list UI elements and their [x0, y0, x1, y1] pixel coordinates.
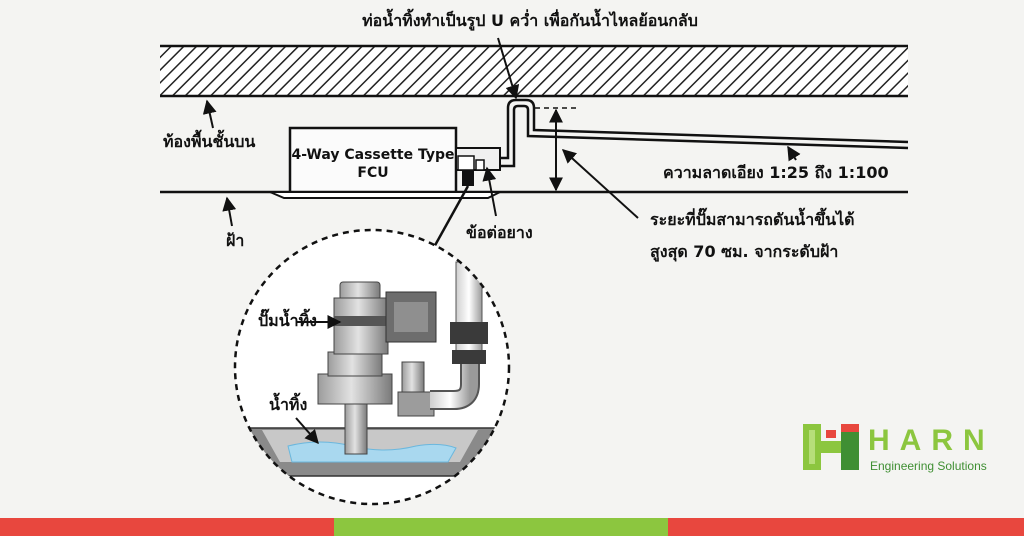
drain-pipe-inverted-u [500, 98, 909, 168]
fcu-label-line1: 4-Way Cassette Type [291, 147, 454, 163]
u-trap-note: ท่อน้ำทิ้งทำเป็นรูป U คว่ำ เพื่อกันน้ำไห… [362, 8, 698, 32]
upper-floor-pointer [202, 99, 217, 129]
ceiling-label: ฝ้า [226, 231, 244, 250]
fcu-label-line2: FCU [357, 165, 388, 181]
rubber-joint-pointer [482, 166, 497, 217]
slope-pointer [787, 145, 801, 162]
logo-name: HARN [868, 424, 995, 457]
drain-water-label: น้ำทิ้ง [269, 392, 307, 414]
harn-logo: HARN Engineering Solutions [803, 424, 995, 473]
drain-water [287, 441, 457, 463]
drain-water-pointer [295, 417, 319, 445]
pump-detail-circle [233, 228, 511, 506]
drain-pump-label: ปั๊มน้ำทิ้ง [258, 308, 317, 330]
slope-label: ความลาดเอียง 1:25 ถึง 1:100 [663, 163, 889, 182]
pump-lift-label-line1: ระยะที่ปั๊มสามารถดันน้ำขึ้นได้ [650, 207, 855, 229]
upper-floor-slab [160, 44, 908, 98]
u-trap-pointer [497, 37, 520, 100]
ceiling-pointer [222, 196, 237, 227]
fcu-unit: 4-Way Cassette Type FCU [269, 126, 501, 199]
logo-tagline: Engineering Solutions [870, 459, 987, 473]
rubber-joint-label: ข้อต่อยาง [466, 223, 533, 242]
footer-color-band [0, 518, 1024, 536]
pump-lift-pointer [561, 149, 639, 219]
pump-lift-label-line2: สูงสุด 70 ซม. จากระดับฝ้า [650, 242, 838, 263]
harn-h-cube-icon [803, 424, 859, 470]
upper-floor-label: ท้องพื้นชั้นบน [163, 129, 255, 151]
